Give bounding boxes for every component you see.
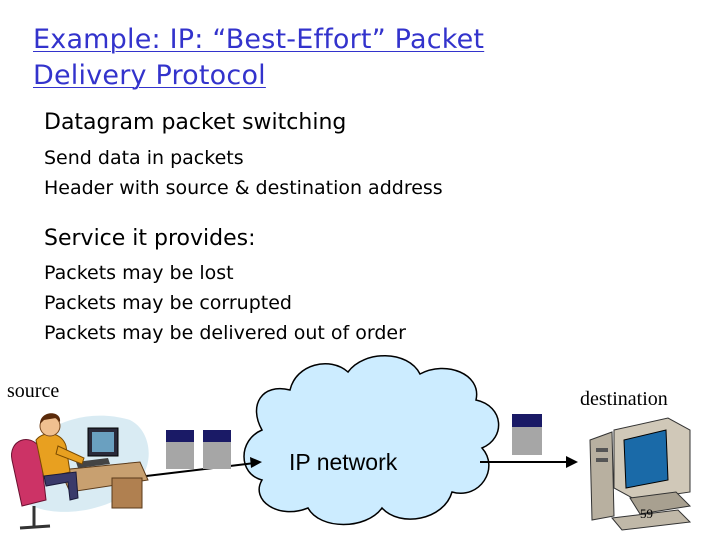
ip-network-cloud: [243, 355, 500, 526]
person-at-computer-icon: [11, 413, 149, 530]
bullet-corrupted: Packets may be corrupted: [44, 292, 292, 314]
arrow-network-to-destination: [480, 456, 578, 468]
bullet-header: Header with source & destination address: [44, 177, 443, 199]
bullet-lost: Packets may be lost: [44, 262, 234, 284]
slide-title-line-2: Delivery Protocol: [33, 60, 266, 91]
ip-network-label: IP network: [289, 449, 398, 475]
bullet-send-data: Send data in packets: [44, 147, 244, 169]
bullet-out-of-order: Packets may be delivered out of order: [44, 322, 406, 344]
datagram-heading: Datagram packet switching: [44, 110, 347, 135]
page-number: 59: [640, 506, 653, 521]
computer-icon: [589, 417, 692, 531]
packet-2: [203, 430, 231, 469]
packet-3: [512, 414, 542, 455]
slide-title-line-1: Example: IP: “Best-Effort” Packet: [33, 24, 485, 55]
arrow-source-to-network: [137, 457, 262, 478]
destination-label: destination: [580, 388, 668, 410]
service-heading: Service it provides:: [44, 226, 256, 251]
source-label: source: [7, 380, 60, 402]
packet-1: [166, 430, 194, 469]
